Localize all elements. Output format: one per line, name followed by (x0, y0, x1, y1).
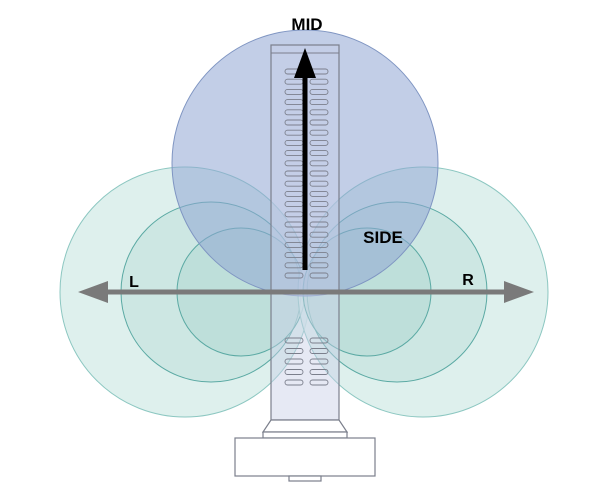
label-side: SIDE (363, 228, 403, 247)
grille-slot (284, 358, 304, 365)
lr-axis-arrow (78, 281, 534, 303)
grille-slot (309, 150, 329, 157)
grille-slot (309, 241, 329, 248)
grille-slot (309, 221, 329, 228)
grille-slot (309, 129, 329, 136)
grille-slot (309, 78, 329, 85)
arrowhead-up (294, 48, 316, 78)
mic-grille-lower (284, 337, 329, 386)
mic-grille-upper (284, 68, 329, 279)
grille-slot (284, 337, 304, 344)
grille-slot (284, 272, 304, 279)
grille-slot (309, 170, 329, 177)
grille-slot (309, 180, 329, 187)
label-left: L (129, 274, 139, 291)
mic-base-collar (262, 431, 348, 439)
grille-slot (309, 211, 329, 218)
grille-slot (309, 160, 329, 167)
mic-base-taper (261, 419, 349, 433)
arrowhead-right (504, 281, 534, 303)
microphone (234, 44, 376, 482)
grille-slot (309, 139, 329, 146)
grille-slot (284, 369, 304, 375)
grille-slot (284, 379, 304, 386)
grille-slot (284, 348, 304, 354)
grille-slot (309, 262, 329, 269)
grille-slot (309, 190, 329, 197)
arrowhead-left (78, 281, 108, 303)
grille-slot (309, 337, 329, 344)
grille-slot (309, 88, 329, 95)
label-mid: MID (291, 15, 322, 34)
grille-slot (309, 358, 329, 365)
grille-slot (309, 252, 329, 259)
grille-slot (309, 272, 329, 279)
grille-slot (309, 119, 329, 126)
label-right: R (462, 272, 474, 289)
mic-base-connector (234, 437, 376, 477)
mid-axis-arrow (294, 48, 316, 270)
grille-slot (309, 369, 329, 375)
mic-base-foot (288, 475, 322, 482)
grille-slot (309, 201, 329, 208)
grille-slot (309, 231, 329, 238)
grille-slot (309, 348, 329, 354)
grille-slot (309, 109, 329, 116)
grille-slot (309, 379, 329, 386)
grille-slot (309, 99, 329, 106)
